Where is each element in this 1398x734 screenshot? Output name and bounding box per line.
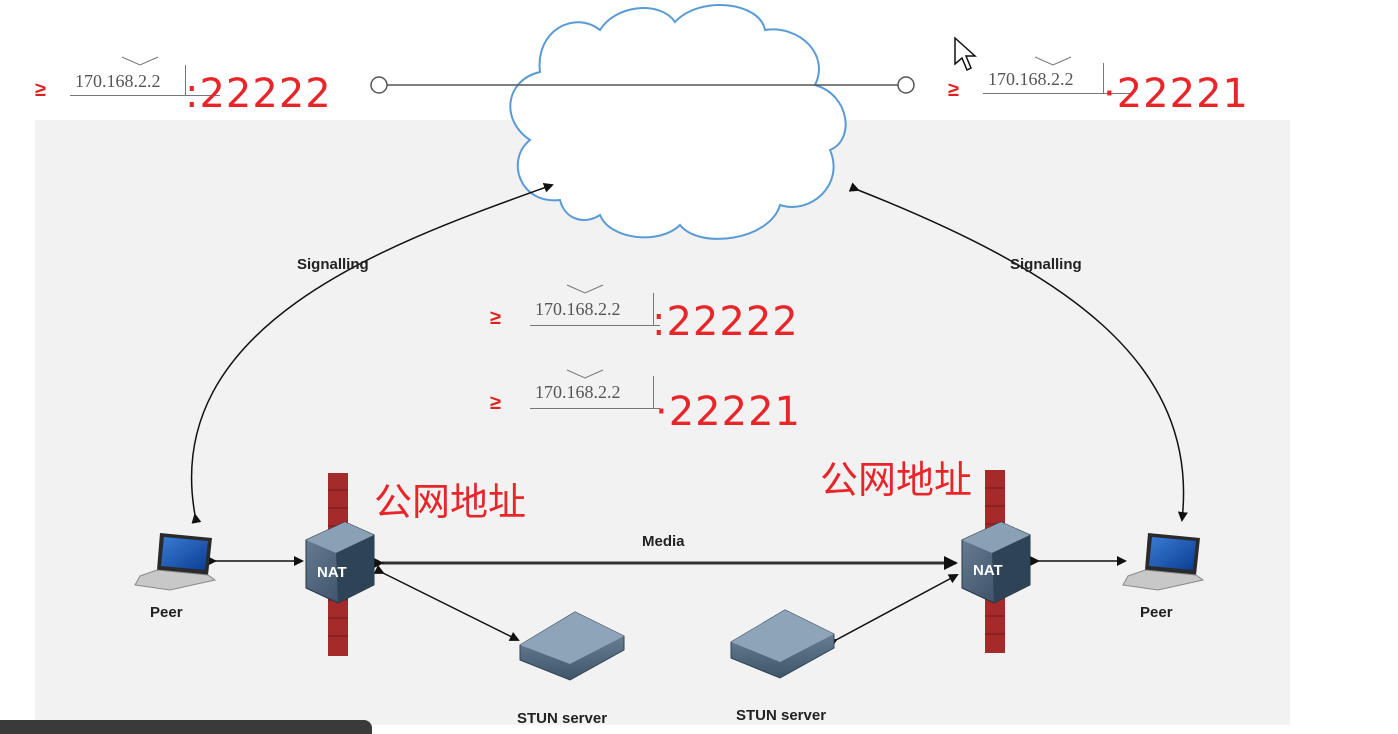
- link-endpoint-left: [370, 76, 388, 94]
- text-cursor-bar: [185, 65, 186, 95]
- ip-annotation-4: ≥ 170.168.2.2 ·22221: [490, 368, 810, 434]
- stun-server-label-right: STUN server: [736, 707, 827, 724]
- taskbar-fragment: [0, 720, 372, 734]
- stun-server-label-left: STUN server: [517, 710, 608, 727]
- ip-address-text: 170.168.2.2: [535, 382, 621, 402]
- port-text: :22222: [185, 71, 332, 117]
- nat-label-left: NAT: [317, 564, 347, 581]
- media-label: Media: [642, 533, 685, 550]
- nat-device-right: [961, 521, 1031, 604]
- annotation-mark: ≥: [490, 392, 501, 414]
- public-address-label-right: 公网地址: [820, 458, 973, 502]
- peer-label-left: Peer: [150, 604, 183, 621]
- annotation-mark: ≥: [948, 79, 959, 101]
- signalling-label-right: Signalling: [1010, 256, 1082, 273]
- signalling-label-left: Signalling: [297, 256, 369, 273]
- mouse-cursor: [954, 36, 977, 72]
- ip-annotation-1: ≥ 170.168.2.2 :22222: [35, 55, 335, 117]
- nat-stun-arrow-left: [373, 564, 520, 641]
- ip-underline: [983, 93, 1133, 94]
- annotation-mark: ≥: [490, 307, 501, 329]
- signalling-arrow-left: [190, 183, 554, 524]
- laptop-left: [134, 533, 217, 591]
- port-text: :22222: [652, 299, 799, 345]
- ip-address-text: 170.168.2.2: [75, 71, 161, 91]
- laptop-right: [1122, 533, 1205, 591]
- caret-icon: [1034, 56, 1072, 66]
- stun-server-right: [730, 609, 835, 679]
- port-text: ·22221: [1103, 71, 1249, 117]
- ip-address-text: 170.168.2.2: [988, 69, 1074, 89]
- peer-label-right: Peer: [1140, 604, 1173, 621]
- port-text: ·22221: [655, 389, 801, 435]
- caret-icon: [566, 369, 604, 379]
- ip-underline: [70, 95, 220, 96]
- internet-cloud: [509, 4, 847, 240]
- text-cursor-bar: [1103, 63, 1104, 93]
- text-cursor-bar: [653, 376, 654, 408]
- ip-underline: [530, 408, 660, 409]
- caret-icon: [121, 56, 159, 66]
- ip-annotation-2: ≥ 170.168.2.2 ·22221: [948, 55, 1249, 117]
- signalling-arrow-right: [848, 182, 1188, 522]
- nat-device-left: [305, 521, 375, 604]
- ip-underline: [530, 325, 660, 326]
- annotation-mark: ≥: [35, 79, 46, 101]
- stun-server-left: [519, 611, 625, 681]
- nat-label-right: NAT: [973, 562, 1003, 579]
- nat-stun-arrow-right: [826, 574, 959, 649]
- public-address-label-left: 公网地址: [374, 480, 527, 524]
- ip-address-text: 170.168.2.2: [535, 299, 621, 319]
- caret-icon: [566, 284, 604, 294]
- link-endpoint-right: [897, 76, 915, 94]
- ip-annotation-3: ≥ 170.168.2.2 :22222: [490, 283, 810, 345]
- text-cursor-bar: [653, 293, 654, 325]
